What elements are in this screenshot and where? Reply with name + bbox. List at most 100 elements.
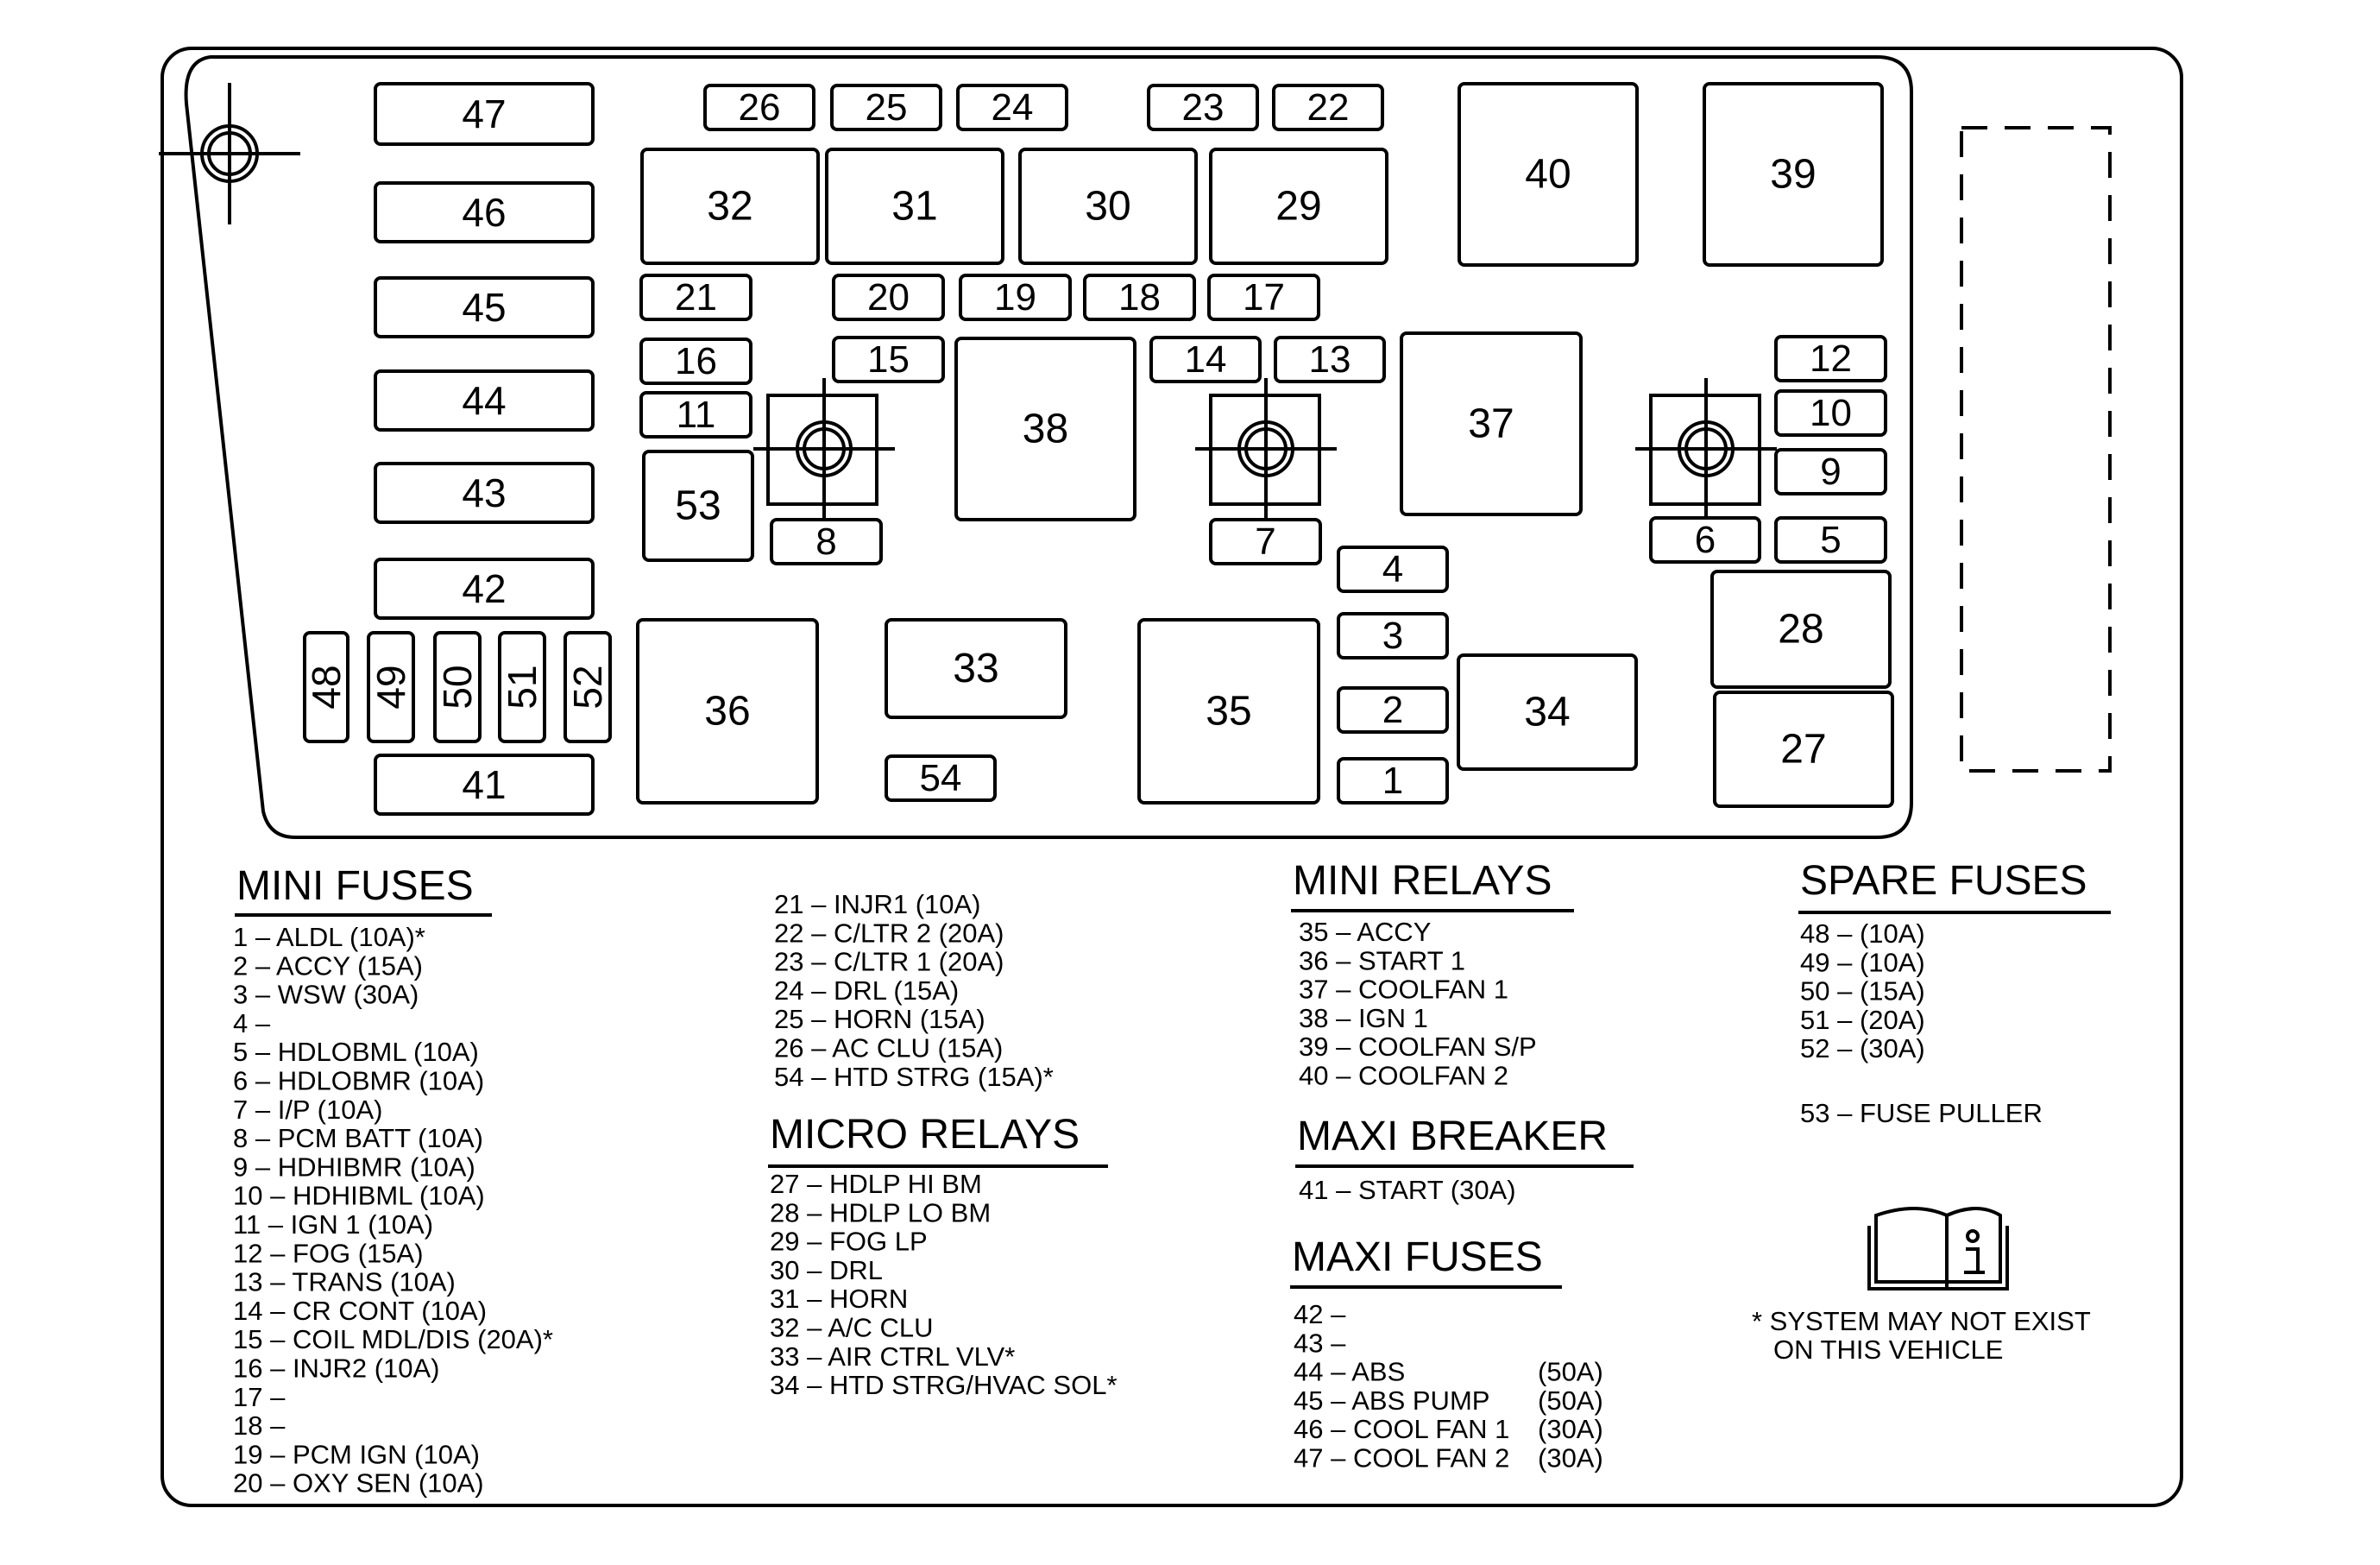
slot-19-label: 19	[994, 276, 1036, 319]
mini-fuse-item: 4 –	[233, 1008, 271, 1038]
slot-18: 18	[1083, 274, 1196, 321]
slot-50: 50	[433, 631, 482, 743]
slot-31-label: 31	[891, 184, 937, 230]
slot-14-outline	[1149, 336, 1262, 383]
slot-54-outline	[885, 754, 997, 802]
slot-43-label: 43	[462, 470, 506, 515]
spare-fuse-item: 51 – (20A)	[1800, 1005, 1925, 1035]
slot-39: 39	[1703, 82, 1884, 267]
mini-fuse-item: 1 – ALDL (10A)*	[233, 922, 425, 952]
slot-46: 46	[374, 181, 595, 243]
slot-19-outline	[959, 274, 1072, 321]
slot-30-label: 30	[1085, 184, 1130, 230]
mini-fuse-item: 6 – HDLOBMR (10A)	[233, 1066, 484, 1096]
slot-45: 45	[374, 276, 595, 338]
slot-49-label: 49	[368, 665, 413, 709]
slot-45-outline	[374, 276, 595, 338]
slot-5: 5	[1774, 516, 1887, 564]
spare-fuse-item: 49 – (10A)	[1800, 947, 1925, 977]
mini-fuse-item: 13 – TRANS (10A)	[233, 1267, 456, 1297]
mini-fuse-item: 22 – C/LTR 2 (20A)	[774, 918, 1004, 948]
slot-29: 29	[1209, 148, 1388, 265]
slot-50-outline	[433, 631, 482, 743]
slot-37-label: 37	[1468, 401, 1514, 447]
fuse-block-housing	[184, 55, 1913, 839]
slot-12: 12	[1774, 335, 1887, 382]
slot-48: 48	[303, 631, 349, 743]
slot-11-label: 11	[677, 394, 716, 436]
slot-35-label: 35	[1206, 689, 1251, 735]
spare-fuses-list: 48 – (10A)49 – (10A)50 – (15A)51 – (20A)…	[1800, 918, 1925, 1063]
slot-3-label: 3	[1382, 615, 1403, 657]
slot-16: 16	[639, 338, 752, 385]
slot-21-label: 21	[675, 276, 717, 319]
slot-48-label: 48	[304, 665, 349, 709]
slot-4-label: 4	[1382, 548, 1403, 590]
mounting-bolts	[159, 83, 1777, 520]
maxi-fuse-item: 47 – COOL FAN 2	[1294, 1443, 1509, 1473]
slot-53: 53	[642, 450, 754, 562]
mini-fuse-item: 7 – I/P (10A)	[233, 1095, 382, 1125]
spare-fuse-item: 50 – (15A)	[1800, 976, 1925, 1007]
slot-33: 33	[885, 618, 1067, 719]
slot-21-outline	[639, 274, 752, 321]
slot-26: 26	[703, 84, 815, 131]
slot-1-outline	[1337, 757, 1449, 805]
mini-relays-title: MINI RELAYS	[1293, 858, 1552, 904]
slot-22-label: 22	[1307, 86, 1350, 129]
slot-45-label: 45	[462, 285, 506, 330]
slot-10-outline	[1774, 389, 1887, 437]
slot-53-outline	[642, 450, 754, 562]
slot-43: 43	[374, 462, 595, 524]
mini-fuse-item: 10 – HDHIBML (10A)	[233, 1181, 485, 1211]
slot-16-outline	[639, 338, 752, 385]
slot-29-label: 29	[1275, 184, 1321, 230]
slot-25: 25	[830, 84, 942, 131]
slot-28-label: 28	[1778, 607, 1823, 653]
slot-29-outline	[1209, 148, 1388, 265]
maxi-fuse-item: 44 – ABS	[1294, 1357, 1405, 1387]
slot-16-label: 16	[675, 340, 717, 382]
micro-relay-item: 34 – HTD STRG/HVAC SOL*	[770, 1370, 1118, 1400]
slot-7: 7	[1209, 518, 1322, 565]
slot-12-label: 12	[1810, 338, 1852, 380]
slot-30-outline	[1018, 148, 1198, 265]
slot-9-outline	[1774, 448, 1887, 495]
system-note-line-1: * SYSTEM MAY NOT EXIST	[1752, 1306, 2091, 1336]
slot-6: 6	[1649, 516, 1761, 564]
mini-fuse-item: 14 – CR CONT (10A)	[233, 1296, 487, 1326]
slot-17-label: 17	[1243, 276, 1285, 319]
slot-41-outline	[374, 754, 595, 816]
mini-fuse-item: 54 – HTD STRG (15A)*	[774, 1062, 1054, 1092]
slot-37: 37	[1400, 331, 1583, 516]
slot-42-outline	[374, 558, 595, 620]
slot-34: 34	[1457, 653, 1638, 771]
slot-22-outline	[1272, 84, 1384, 131]
system-note-line-2: ON THIS VEHICLE	[1773, 1335, 2003, 1365]
slot-2-outline	[1337, 686, 1449, 734]
slot-10: 10	[1774, 389, 1887, 437]
slot-2-label: 2	[1382, 689, 1403, 731]
slot-44-outline	[374, 369, 595, 432]
slot-5-label: 5	[1820, 519, 1841, 561]
slot-18-label: 18	[1118, 276, 1161, 319]
slot-24-outline	[956, 84, 1068, 131]
micro-relay-item: 30 – DRL	[770, 1255, 883, 1285]
maxi-breaker-title: MAXI BREAKER	[1297, 1114, 1608, 1159]
slot-54-label: 54	[920, 757, 962, 799]
mini-fuses-list-cont: 21 – INJR1 (10A)22 – C/LTR 2 (20A)23 – C…	[774, 889, 1054, 1092]
slot-39-outline	[1703, 82, 1884, 267]
slot-34-label: 34	[1524, 690, 1570, 735]
mini-relay-item: 36 – START 1	[1299, 945, 1465, 975]
slot-32-label: 32	[707, 184, 752, 230]
slot-14: 14	[1149, 336, 1262, 383]
slot-36-outline	[636, 618, 819, 805]
slot-5-outline	[1774, 516, 1887, 564]
slot-21: 21	[639, 274, 752, 321]
mount-bolt-icon	[159, 83, 300, 224]
